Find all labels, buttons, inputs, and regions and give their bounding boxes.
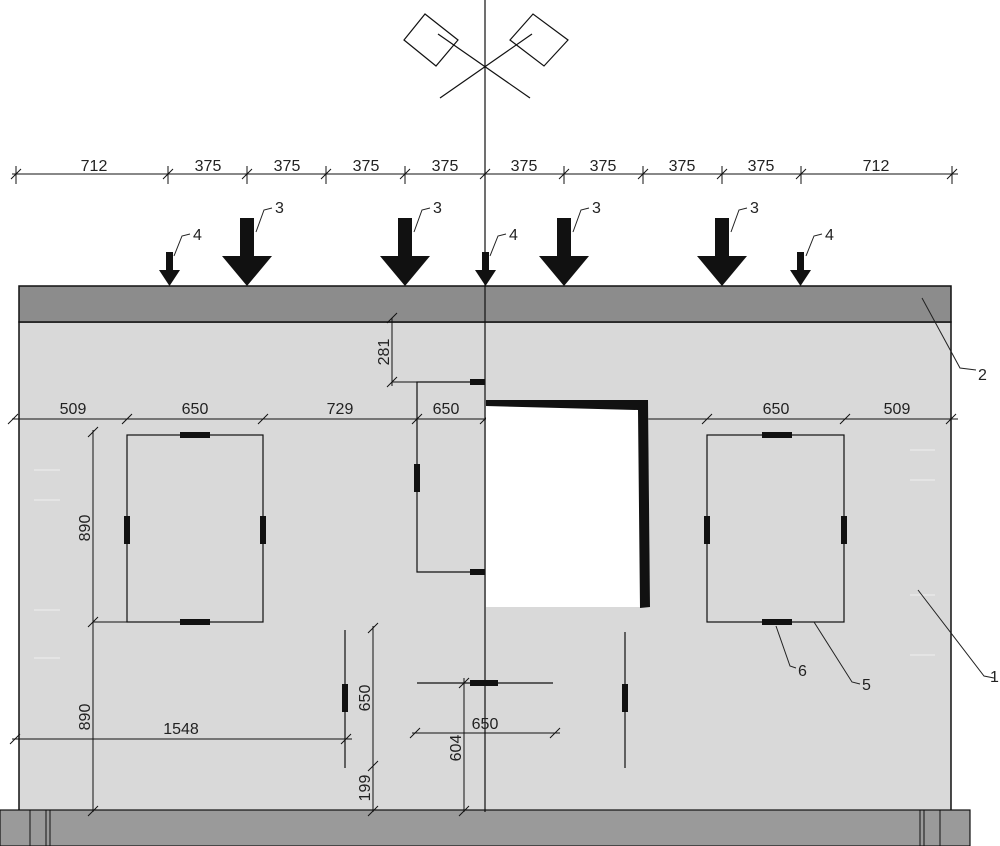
callout-label: 6: [798, 663, 807, 680]
opening-dim-label: 509: [60, 401, 87, 418]
crossed-flags-symbol: [403, 13, 569, 99]
panel-callouts: 2 1 5 6: [775, 297, 999, 694]
dim-604-label: 604: [448, 735, 465, 762]
dim-650-center: 650: [472, 716, 499, 733]
opening-dim-label: 509: [884, 401, 911, 418]
callout-label: 3: [275, 200, 284, 217]
left-mark-dims: 650 199: [342, 622, 379, 817]
opening-dim-label: 650: [182, 401, 209, 418]
vertical-dim-281: 281: [376, 312, 418, 388]
top-dimension-label: 375: [669, 158, 696, 175]
left-opening-frame: [124, 432, 266, 625]
top-dimension-label: 375: [195, 158, 222, 175]
dim-650-vertical: 650: [357, 685, 374, 712]
top-dimension-label: 375: [511, 158, 538, 175]
callout-label: 4: [193, 227, 202, 244]
center-cutout-opening: [486, 400, 650, 608]
center-bottom-mark: 650 604: [409, 677, 561, 817]
panel-joint-hints: [34, 449, 935, 659]
opening-dim-label: 650: [763, 401, 790, 418]
callout-label: 4: [509, 227, 518, 244]
large-load-arrow: [539, 218, 589, 286]
callout-label: 3: [592, 200, 601, 217]
right-vertical-mark: [622, 632, 628, 768]
top-dimension-chain: 712 375 375 375 375 375 375 375 375 712: [10, 158, 958, 184]
dim-199-label: 199: [357, 775, 374, 802]
right-opening-frame: [704, 432, 847, 625]
callout-label: 5: [862, 677, 871, 694]
small-load-arrow: [159, 252, 180, 286]
callout-label: 4: [825, 227, 834, 244]
top-dimension-label: 712: [81, 158, 108, 175]
opening-dim-label: 729: [327, 401, 354, 418]
callout-label: 2: [978, 367, 987, 384]
dim-1548-label: 1548: [163, 721, 199, 738]
dim-890-lower: 890: [77, 704, 94, 731]
top-dimension-label: 375: [748, 158, 775, 175]
small-load-arrow: [475, 252, 496, 286]
center-opening-frame: [414, 379, 485, 575]
top-dimension-label: 375: [353, 158, 380, 175]
dim-890-upper: 890: [77, 515, 94, 542]
callout-label: 3: [433, 200, 442, 217]
callout-label: 3: [750, 200, 759, 217]
small-load-arrow: [790, 252, 811, 286]
large-load-arrow: [222, 218, 272, 286]
dim-281-label: 281: [376, 339, 393, 366]
top-dimension-label: 375: [274, 158, 301, 175]
load-arrows: [159, 218, 811, 286]
large-load-arrow: [380, 218, 430, 286]
opening-dim-label: 650: [433, 401, 460, 418]
large-load-arrow: [697, 218, 747, 286]
top-dimension-label: 375: [432, 158, 459, 175]
top-dimension-label: 712: [863, 158, 890, 175]
load-callouts: 3 3 3 3 4 4 4: [173, 200, 834, 257]
left-vertical-dims: 890 890: [77, 426, 127, 817]
top-dimension-label: 375: [590, 158, 617, 175]
horizontal-dim-1548: 1548: [9, 721, 352, 745]
base-strip: [0, 809, 971, 846]
callout-label: 1: [990, 669, 999, 686]
